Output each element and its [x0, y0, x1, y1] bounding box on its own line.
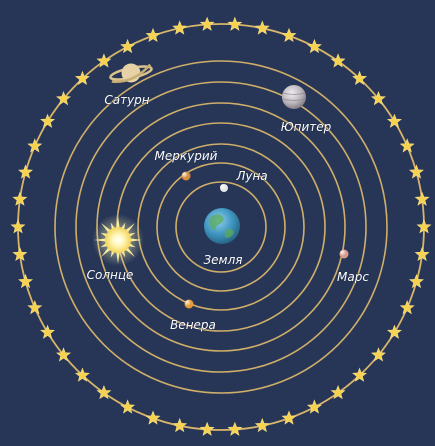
jupiter-bands: [282, 92, 306, 101]
star-icon: [199, 16, 215, 31]
sun-label: Солнце: [87, 268, 134, 282]
star-icon: [120, 38, 136, 54]
star-icon: [172, 20, 188, 35]
sun-ray: [125, 247, 135, 257]
star-icon: [281, 410, 297, 425]
jupiter-icon: [282, 85, 306, 109]
star-ring: [10, 16, 432, 436]
orbit-saturn: [54, 60, 388, 394]
sun-ray: [101, 223, 111, 233]
jupiter-label: Юпитер: [281, 120, 332, 134]
mercury-label: Меркурий: [155, 149, 218, 163]
sun-ray: [125, 223, 135, 233]
jupiter: Юпитер: [280, 85, 332, 134]
mercury-highlight: [182, 172, 188, 178]
mars-highlight: [340, 250, 346, 256]
earth: Земля: [203, 208, 243, 267]
star-icon: [74, 70, 90, 85]
star-icon: [145, 27, 161, 43]
star-icon: [96, 53, 112, 68]
moon-label: Луна: [235, 169, 267, 183]
star-icon: [386, 324, 402, 339]
sun-ray: [129, 238, 142, 242]
star-icon: [56, 91, 71, 106]
earth-continents: [209, 214, 234, 238]
star-icon: [12, 191, 28, 206]
star-icon: [74, 367, 90, 382]
star-icon: [199, 421, 215, 436]
star-icon: [399, 300, 415, 315]
star-icon: [254, 20, 270, 35]
orbit-mercury: [156, 162, 286, 292]
venus: Венера: [170, 299, 216, 332]
star-icon: [330, 53, 346, 68]
venus-label: Венера: [170, 318, 216, 332]
moon-highlight: [220, 184, 226, 190]
earth-icon: [204, 208, 240, 244]
star-icon: [352, 367, 368, 382]
star-icon: [96, 385, 112, 400]
star-icon: [27, 300, 43, 315]
star-icon: [145, 410, 161, 425]
star-icon: [371, 347, 386, 362]
star-icon: [352, 70, 368, 85]
saturn: Сатурн: [104, 63, 153, 107]
mercury: Меркурий: [154, 149, 218, 181]
sun-ray: [116, 216, 120, 229]
star-icon: [40, 113, 56, 128]
moon: Луна: [220, 169, 268, 192]
orbit-moon: [175, 181, 267, 273]
star-icon: [416, 219, 432, 234]
star-icon: [12, 246, 28, 261]
star-icon: [56, 347, 71, 362]
earth-label: Земля: [203, 253, 242, 267]
mars-label: Марс: [337, 270, 369, 284]
star-icon: [371, 91, 386, 106]
star-icon: [10, 219, 26, 234]
star-icon: [306, 399, 322, 414]
sun-ray: [101, 247, 111, 257]
star-icon: [386, 113, 402, 128]
star-icon: [18, 273, 33, 289]
saturn-ring-front: [111, 63, 152, 83]
star-icon: [18, 164, 33, 179]
sun-icon: [105, 227, 131, 253]
star-icon: [40, 324, 56, 339]
star-icon: [120, 399, 136, 414]
star-icon: [306, 38, 322, 54]
star-icon: [414, 191, 430, 206]
star-icon: [281, 27, 297, 43]
sun-ray: [116, 251, 120, 264]
saturn-label: Сатурн: [104, 93, 149, 107]
sun: Солнце: [86, 214, 144, 282]
orbit-jupiter: [75, 81, 367, 373]
star-icon: [399, 138, 415, 153]
mars: Марс: [337, 249, 370, 284]
sun-ray: [94, 238, 107, 242]
venus-highlight: [185, 300, 191, 306]
star-icon: [254, 417, 270, 433]
star-icon: [172, 417, 188, 433]
star-icon: [227, 16, 243, 31]
star-icon: [409, 273, 424, 289]
star-icon: [414, 246, 430, 261]
star-icon: [330, 385, 346, 400]
star-icon: [227, 421, 243, 436]
star-icon: [409, 164, 424, 179]
star-icon: [27, 138, 43, 153]
